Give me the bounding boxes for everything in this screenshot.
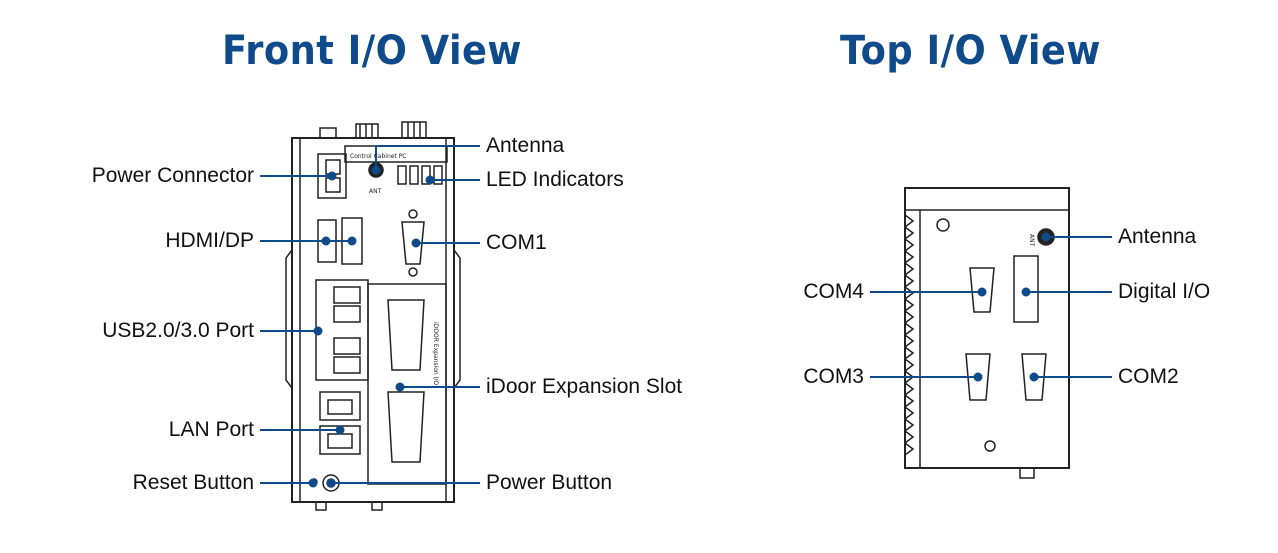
leader-top-antenna — [1041, 232, 1112, 242]
leader-com2 — [1029, 372, 1112, 382]
leader-idoor — [395, 382, 480, 392]
label-usb-port: USB2.0/3.0 Port — [102, 319, 254, 342]
label-com3: COM3 — [803, 365, 864, 388]
label-lan-port: LAN Port — [168, 418, 254, 441]
label-top-antenna: Antenna — [1118, 225, 1197, 248]
label-com4: COM4 — [803, 280, 864, 303]
top-device — [903, 187, 1070, 479]
leader-hdmi-dp — [260, 236, 357, 246]
top-view-title: Top I/O View — [840, 28, 1101, 74]
top-leader-lines — [870, 232, 1112, 382]
leader-power-button — [326, 478, 480, 488]
idoor-slot-label: iDOOR Expansion I/O — [432, 322, 439, 385]
leader-antenna — [371, 145, 480, 175]
device-label: Control Cabinet PC — [350, 153, 407, 160]
leader-com4 — [870, 287, 987, 297]
front-leader-lines — [260, 145, 480, 488]
leader-usb — [260, 326, 323, 336]
leader-power-connector — [260, 171, 337, 181]
leader-reset — [260, 478, 318, 488]
leader-led — [425, 175, 480, 185]
label-power-button: Power Button — [486, 471, 613, 494]
label-com2: COM2 — [1118, 365, 1179, 388]
leader-lan — [260, 425, 345, 435]
label-digital-io: Digital I/O — [1118, 280, 1211, 303]
label-com1: COM1 — [486, 231, 547, 254]
label-idoor-slot: iDoor Expansion Slot — [486, 375, 683, 398]
leader-digital-io — [1021, 287, 1112, 297]
label-hdmi-dp: HDMI/DP — [165, 229, 254, 252]
leader-com1 — [411, 238, 480, 248]
label-power-connector: Power Connector — [91, 164, 254, 187]
label-antenna: Antenna — [486, 134, 565, 157]
front-antenna-mark: ANT — [369, 188, 382, 195]
label-led-indicators: LED Indicators — [486, 168, 624, 191]
label-reset-button: Reset Button — [132, 471, 254, 494]
top-antenna-mark: ANT — [1028, 234, 1035, 247]
front-view-title: Front I/O View — [222, 28, 522, 74]
leader-com3 — [870, 372, 983, 382]
